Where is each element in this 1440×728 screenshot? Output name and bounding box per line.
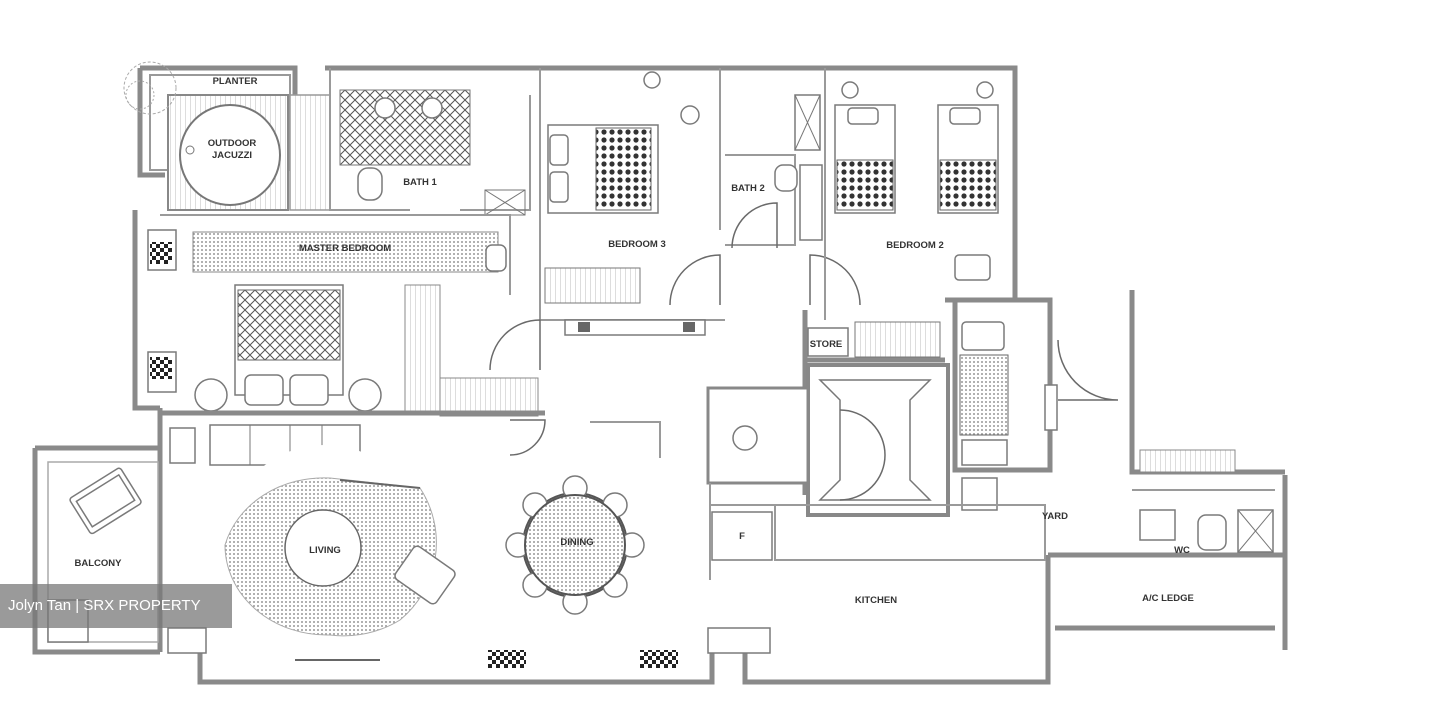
kitchen-label: KITCHEN (855, 595, 897, 606)
store-label: STORE (810, 339, 843, 350)
master-bedroom-furniture (147, 214, 546, 466)
jacuzzi-label-1: OUTDOOR (208, 138, 257, 149)
wc-label: WC (1174, 545, 1190, 556)
service-core (706, 297, 1119, 517)
jacuzzi-area (123, 61, 331, 211)
bedroom2-label: BEDROOM 2 (886, 240, 944, 251)
master-bedroom-label: MASTER BEDROOM (299, 243, 391, 254)
yard-label: YARD (1042, 511, 1068, 522)
exterior-walls (32, 65, 1288, 685)
watermark: Jolyn Tan | SRX PROPERTY (0, 584, 232, 628)
kitchen-counters (707, 483, 1046, 654)
bath2-label: BATH 2 (731, 183, 765, 194)
bedroom3-label: BEDROOM 3 (608, 239, 666, 250)
bath2-fixtures (725, 94, 823, 249)
living-label: LIVING (309, 545, 341, 556)
planter-label: PLANTER (213, 76, 258, 87)
jacuzzi-label-2: JACUZZI (212, 150, 252, 161)
bath1-label: BATH 1 (403, 177, 437, 188)
fridge-label: F (739, 531, 745, 542)
bedroom2-furniture (807, 68, 999, 358)
dining-label: DINING (560, 537, 593, 548)
dining-table (295, 421, 678, 668)
tree-icon (123, 61, 177, 115)
bath1-fixtures (329, 68, 531, 216)
yard-wc (961, 449, 1275, 553)
ac-ledge-label: A/C LEDGE (1142, 593, 1194, 604)
balcony-label: BALCONY (75, 558, 123, 569)
living-area (224, 445, 456, 645)
